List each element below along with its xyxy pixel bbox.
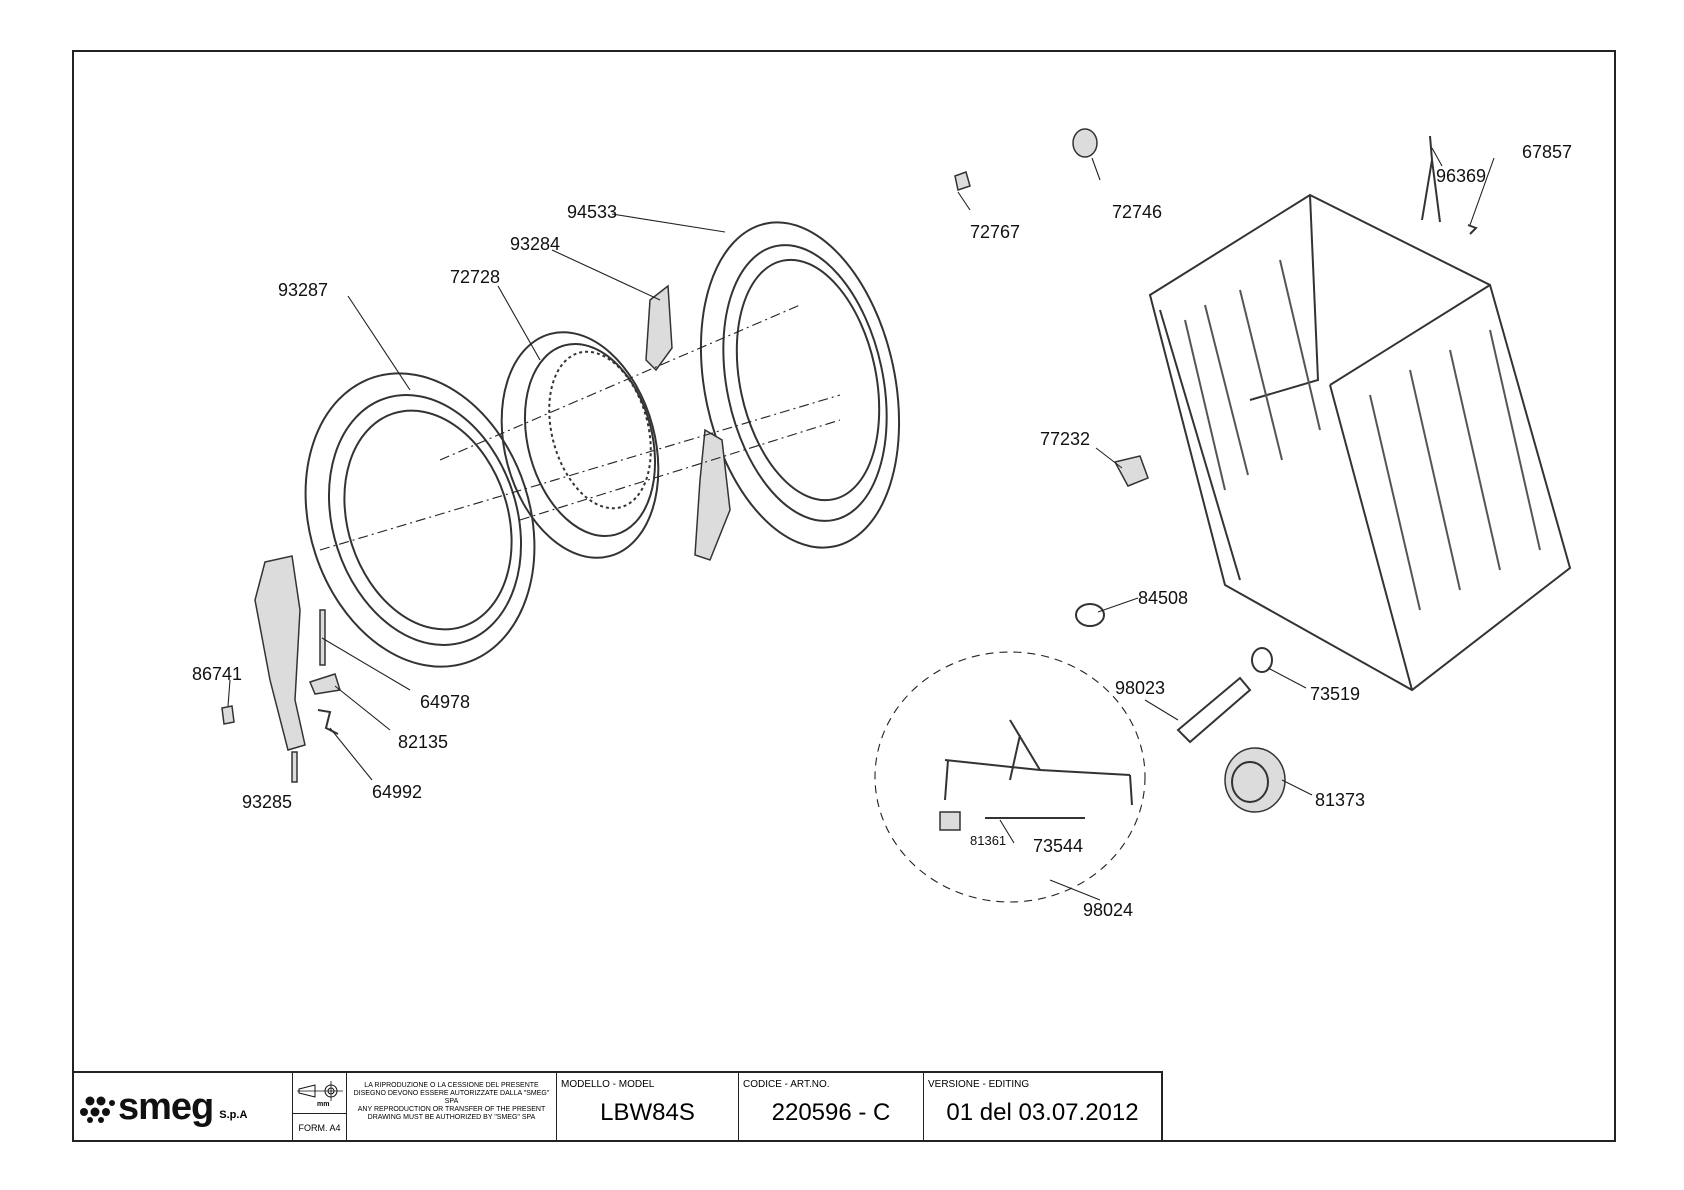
label-96369: 96369 <box>1436 166 1486 186</box>
door-inner-frame-part <box>699 221 901 549</box>
projection-unit: mm <box>317 1101 329 1107</box>
label-73519: 73519 <box>1310 684 1360 704</box>
notice-english: ANY REPRODUCTION OR TRANSFER OF THE PRES… <box>357 1106 546 1121</box>
article-field: CODICE - ART.NO. 220596 - C <box>738 1073 923 1142</box>
projection-cell: mm FORM. A4 <box>292 1073 346 1142</box>
projection-symbol-icon: mm <box>297 1081 343 1107</box>
frame-handle-part <box>694 428 731 561</box>
drawing-sheet-border <box>72 50 1616 1142</box>
label-93285: 93285 <box>242 792 292 812</box>
label-84508: 84508 <box>1138 588 1188 608</box>
label-98023: 98023 <box>1115 678 1165 698</box>
pin-part-93285-lower <box>291 751 298 783</box>
smeg-dots-icon <box>80 1093 116 1123</box>
part-72746 <box>1072 128 1098 158</box>
label-72746: 72746 <box>1112 202 1162 222</box>
version-caption: VERSIONE - EDITING <box>928 1079 1030 1090</box>
label-72728: 72728 <box>450 267 500 287</box>
part-67857 <box>1467 224 1478 235</box>
screw-part-86741 <box>221 705 235 725</box>
pin-part-64978 <box>319 609 326 666</box>
label-67857: 67857 <box>1522 142 1572 162</box>
company-suffix: S.p.A <box>219 1108 248 1121</box>
label-94533: 94533 <box>567 202 617 222</box>
label-64992: 64992 <box>372 782 422 802</box>
latch-part-82135 <box>308 673 341 695</box>
cable-part-96369 <box>1421 135 1441 223</box>
label-73544: 73544 <box>1033 836 1083 856</box>
article-value: 220596 - C <box>771 1099 891 1126</box>
clamp-part-73519 <box>1251 647 1273 673</box>
model-value: LBW84S <box>600 1099 695 1126</box>
title-block: smeg S.p.A mm FORM. A4 LA RIPRODUZIONE O… <box>72 1071 1163 1142</box>
label-72767: 72767 <box>970 222 1020 242</box>
cabinet-frame-part <box>1148 193 1572 692</box>
article-caption: CODICE - ART.NO. <box>743 1079 830 1090</box>
label-93287: 93287 <box>278 280 328 300</box>
part-84508 <box>1075 603 1105 627</box>
part-72767 <box>954 171 971 191</box>
label-98024: 98024 <box>1083 900 1133 920</box>
hose-part-98023 <box>1176 676 1252 744</box>
exploded-view-drawing: 93287 72728 93284 94533 72767 72746 9636… <box>192 128 1572 920</box>
part-81361 <box>939 811 961 831</box>
label-81361: 81361 <box>970 833 1006 848</box>
company-logo: smeg S.p.A <box>72 1073 292 1142</box>
notice-italian: LA RIPRODUZIONE O LA CESSIONE DEL PRESEN… <box>353 1082 550 1105</box>
label-93284: 93284 <box>510 234 560 254</box>
leader-lines <box>227 147 1495 901</box>
label-77232: 77232 <box>1040 429 1090 449</box>
version-field: VERSIONE - EDITING 01 del 03.07.2012 <box>923 1073 1161 1142</box>
assembly-axis-lines <box>319 304 841 551</box>
label-86741: 86741 <box>192 664 242 684</box>
part-77232 <box>1113 455 1149 487</box>
door-handle-part <box>254 555 306 751</box>
pump-part-81373 <box>1224 747 1286 813</box>
hinge-part <box>645 284 673 372</box>
model-field: MODELLO - MODEL LBW84S <box>556 1073 738 1142</box>
model-caption: MODELLO - MODEL <box>561 1079 655 1090</box>
version-value: 01 del 03.07.2012 <box>946 1099 1139 1126</box>
company-name: smeg <box>118 1086 214 1128</box>
label-81373: 81373 <box>1315 790 1365 810</box>
door-outer-ring-part <box>304 372 536 668</box>
form-size-label: FORM. A4 <box>293 1113 346 1142</box>
wiring-harness-part <box>874 651 1146 903</box>
spring-part-64992 <box>317 709 339 735</box>
copyright-notice: LA RIPRODUZIONE O LA CESSIONE DEL PRESEN… <box>346 1073 556 1142</box>
label-82135: 82135 <box>398 732 448 752</box>
door-glass-bowl-part <box>500 331 660 559</box>
label-64978: 64978 <box>420 692 470 712</box>
